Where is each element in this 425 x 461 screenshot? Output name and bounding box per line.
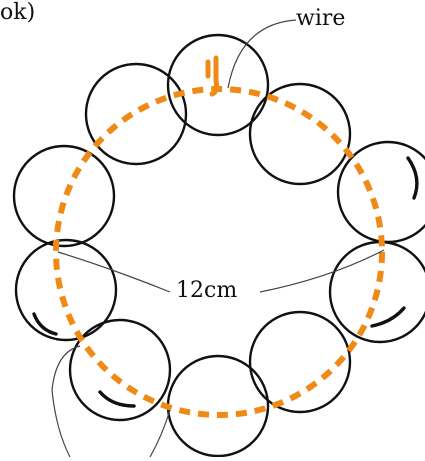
bead-10 — [166, 354, 270, 458]
bead-2 — [84, 62, 188, 166]
bead-highlights — [32, 156, 419, 408]
bead-4 — [12, 144, 116, 248]
corner-text-fragment: ok) — [0, 0, 36, 25]
bead-6 — [14, 238, 118, 342]
wire-label: wire — [296, 6, 346, 31]
bead-circles — [12, 33, 425, 458]
bead-8 — [68, 318, 172, 422]
bottom-leader-right — [149, 409, 171, 458]
diameter-leader-left — [57, 251, 171, 293]
bottom-leader-left — [51, 345, 81, 458]
bead-9 — [248, 310, 352, 414]
wire-leader-line — [227, 19, 297, 89]
bead-shine-1 — [406, 156, 419, 200]
bead-3 — [248, 82, 352, 186]
bead-shine-4 — [98, 390, 136, 408]
leader-lines — [51, 19, 385, 458]
wire-ring-circle — [53, 86, 385, 418]
bead-1 — [166, 33, 270, 137]
wire-twist-top — [205, 55, 219, 97]
bead-shine-3 — [32, 312, 58, 336]
diameter-label: 12cm — [172, 280, 242, 302]
bead-shine-2 — [370, 306, 406, 328]
wire-ring — [53, 55, 385, 418]
diameter-leader-right — [259, 249, 385, 293]
